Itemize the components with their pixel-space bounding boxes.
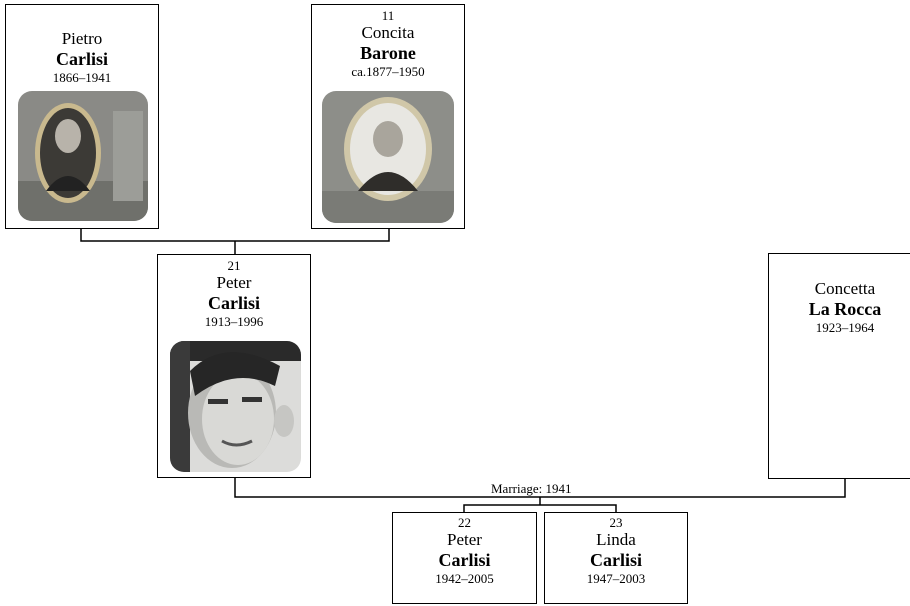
- person-number: 22: [458, 515, 471, 530]
- surname: Carlisi: [438, 550, 491, 570]
- surname: La Rocca: [808, 299, 882, 319]
- person-card-concita-barone[interactable]: 11 Concita Barone ca.1877–1950: [311, 4, 465, 229]
- person-card-peter-carlisi-22[interactable]: 22 Peter Carlisi 1942–2005: [392, 512, 537, 604]
- person-card-peter-carlisi-21[interactable]: 21 Peter Carlisi 1913–1996: [157, 254, 311, 478]
- surname: Carlisi: [208, 293, 260, 313]
- marriage-label: Marriage: 1941: [490, 481, 573, 496]
- surname: Carlisi: [56, 49, 108, 69]
- person-number: 21: [227, 258, 241, 273]
- grandparents-connector: [80, 228, 390, 242]
- given-name: Pietro: [61, 29, 103, 48]
- given-name: Peter: [216, 273, 252, 292]
- given-name: Concetta: [814, 279, 876, 298]
- person-card-pietro-carlisi[interactable]: Pietro Carlisi 1866–1941: [5, 4, 159, 229]
- person-card-linda-carlisi-23[interactable]: 23 Linda Carlisi 1947–2003: [544, 512, 688, 604]
- surname: Carlisi: [590, 550, 642, 570]
- life-dates: 1866–1941: [52, 70, 112, 85]
- portrait-photo: [322, 91, 454, 223]
- children-connector: [463, 497, 617, 512]
- life-dates: 1923–1964: [815, 320, 875, 335]
- oval-portrait-icon: [18, 91, 148, 221]
- given-name: Peter: [447, 530, 482, 549]
- life-dates: 1942–2005: [435, 571, 494, 586]
- portrait-icon: [170, 341, 301, 472]
- person-card-concetta-la-rocca[interactable]: Concetta La Rocca 1923–1964: [768, 253, 910, 479]
- portrait-photo: [18, 91, 148, 221]
- given-name: Concita: [361, 23, 415, 42]
- surname: Barone: [360, 43, 416, 63]
- person-number: 23: [609, 515, 623, 530]
- life-dates: 1913–1996: [204, 314, 264, 329]
- oval-portrait-icon: [322, 91, 454, 223]
- given-name: Linda: [596, 530, 636, 549]
- life-dates: ca.1877–1950: [351, 64, 425, 79]
- person-number: 11: [381, 8, 395, 23]
- portrait-photo: [170, 341, 301, 472]
- life-dates: 1947–2003: [586, 571, 646, 586]
